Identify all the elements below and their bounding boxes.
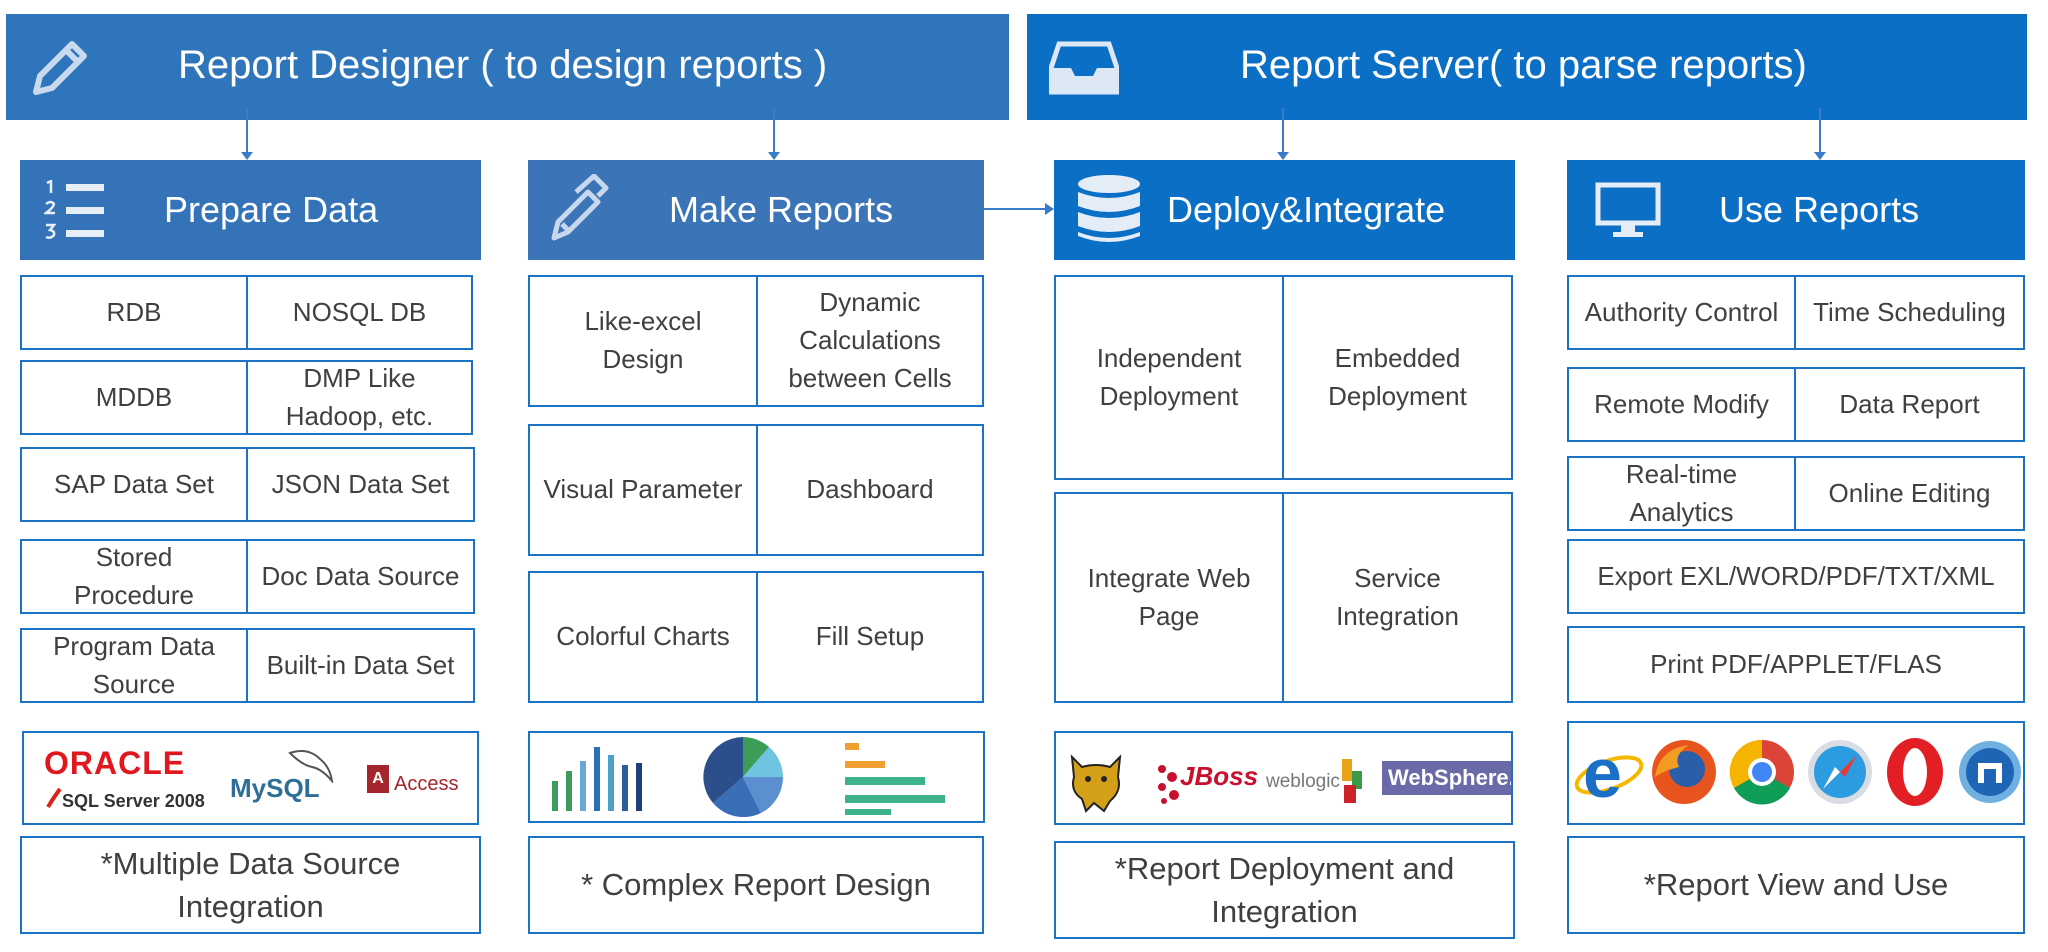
cell-print-formats: Print PDF/APPLET/FLAS bbox=[1567, 626, 2025, 703]
cell-rdb: RDB bbox=[20, 275, 248, 350]
access-app-icon: A bbox=[367, 765, 389, 793]
cell-json-data-set: JSON Data Set bbox=[246, 447, 475, 522]
deploy-integrate-title: Deploy&Integrate bbox=[1167, 189, 1446, 230]
opera-browser-icon bbox=[1883, 735, 1947, 814]
cell-remote-modify: Remote Modify bbox=[1567, 367, 1796, 442]
mysql-logo: MySQL bbox=[230, 773, 320, 803]
cell-stored-procedure: Stored Procedure bbox=[20, 539, 248, 614]
arrow-to-deploy bbox=[1277, 108, 1289, 160]
arrow-to-use bbox=[1814, 108, 1826, 160]
database-icon bbox=[1076, 174, 1142, 251]
make-reports-caption: * Complex Report Design bbox=[528, 836, 984, 934]
firefox-browser-icon bbox=[1649, 737, 1719, 812]
sql-server-logo: SQL Server 2008 bbox=[62, 791, 205, 811]
prepare-data-caption: *Multiple Data Source Integration bbox=[20, 836, 481, 934]
report-server-banner: Report Server( to parse reports) bbox=[1027, 14, 2027, 120]
report-server-title: Report Server( to parse reports) bbox=[1240, 43, 1807, 87]
use-reports-header: Use Reports bbox=[1567, 160, 2025, 260]
oracle-logo: ORACLE bbox=[44, 745, 186, 781]
weblogic-logo: weblogic bbox=[1266, 771, 1340, 792]
report-designer-title: Report Designer ( to design reports ) bbox=[178, 43, 828, 87]
cell-time-scheduling: Time Scheduling bbox=[1794, 275, 2025, 350]
cell-fill-setup: Fill Setup bbox=[756, 571, 984, 703]
cell-mddb: MDDB bbox=[20, 360, 248, 435]
cell-authority-control: Authority Control bbox=[1567, 275, 1796, 350]
inbox-tray-icon bbox=[1048, 38, 1120, 103]
jboss-logo: JBoss bbox=[1180, 761, 1259, 791]
pencil-icon bbox=[24, 34, 94, 109]
websphere-logo: WebSphere. bbox=[1382, 761, 1511, 795]
cell-dmp: DMP Like Hadoop, etc. bbox=[246, 360, 473, 435]
cell-nosql-db: NOSQL DB bbox=[246, 275, 473, 350]
jboss-dots-icon bbox=[1156, 759, 1186, 810]
sql-server-flag-icon bbox=[46, 787, 62, 814]
cell-like-excel-design: Like-excel Design bbox=[528, 275, 758, 407]
ie-browser-icon: e bbox=[1573, 733, 1645, 818]
browser-icons-panel: e bbox=[1567, 721, 2025, 825]
arrow-to-make bbox=[768, 108, 780, 160]
deploy-integrate-header: Deploy&Integrate bbox=[1054, 160, 1515, 260]
cell-visual-parameter: Visual Parameter bbox=[528, 424, 758, 556]
cell-colorful-charts: Colorful Charts bbox=[528, 571, 758, 703]
chart-samples-graphic bbox=[552, 737, 945, 818]
cell-dashboard: Dashboard bbox=[756, 424, 984, 556]
mysql-dolphin-icon bbox=[286, 747, 336, 788]
app-server-logos-panel: JBoss weblogic WebSphere. bbox=[1054, 731, 1513, 825]
sample-pie-chart bbox=[703, 737, 784, 818]
report-designer-banner: Report Designer ( to design reports ) bbox=[6, 14, 1009, 120]
cell-integrate-web-page: Integrate Web Page bbox=[1054, 492, 1284, 703]
monitor-icon bbox=[1595, 182, 1661, 247]
use-reports-caption: *Report View and Use bbox=[1567, 836, 2025, 934]
cell-sap-data-set: SAP Data Set bbox=[20, 447, 248, 522]
make-reports-title: Make Reports bbox=[669, 189, 894, 230]
chart-samples-panel bbox=[528, 731, 985, 823]
cell-data-report: Data Report bbox=[1794, 367, 2025, 442]
prepare-data-header: Prepare Data bbox=[20, 160, 481, 260]
cell-real-time-analytics: Real-time Analytics bbox=[1567, 456, 1796, 531]
cell-built-in-data-set: Built-in Data Set bbox=[246, 628, 475, 703]
sample-bar-chart bbox=[552, 747, 642, 811]
arrow-make-to-deploy bbox=[984, 203, 1054, 215]
tomcat-cat-icon bbox=[1064, 747, 1128, 818]
use-reports-title: Use Reports bbox=[1719, 189, 1920, 230]
weblogic-blocks-icon bbox=[1340, 757, 1366, 810]
make-reports-header: Make Reports bbox=[528, 160, 984, 260]
pencils-icon bbox=[548, 173, 620, 249]
safari-browser-icon bbox=[1805, 737, 1875, 812]
cell-embedded-deployment: Embedded Deployment bbox=[1282, 275, 1513, 480]
cell-export-formats: Export EXL/WORD/PDF/TXT/XML bbox=[1567, 539, 2025, 614]
prepare-data-title: Prepare Data bbox=[164, 189, 379, 230]
cell-service-integration: Service Integration bbox=[1282, 492, 1513, 703]
arrow-to-prepare bbox=[241, 108, 253, 160]
database-logos-panel: ORACLE SQL Server 2008 MySQL A Access bbox=[22, 731, 479, 825]
cell-program-data-source: Program Data Source bbox=[20, 628, 248, 703]
chrome-browser-icon bbox=[1727, 737, 1797, 812]
access-logo: Access bbox=[394, 773, 459, 795]
cell-independent-deployment: Independent Deployment bbox=[1054, 275, 1284, 480]
cell-dynamic-calculations: Dynamic Calculations between Cells bbox=[756, 275, 984, 407]
maxthon-browser-icon bbox=[1957, 739, 2023, 810]
cell-online-editing: Online Editing bbox=[1794, 456, 2025, 531]
sample-hbar-chart bbox=[845, 743, 945, 815]
deploy-integrate-caption: *Report Deployment and Integration bbox=[1054, 841, 1515, 939]
cell-doc-data-source: Doc Data Source bbox=[246, 539, 475, 614]
svg-text:e: e bbox=[1583, 734, 1622, 812]
numbered-list-icon bbox=[42, 178, 108, 247]
